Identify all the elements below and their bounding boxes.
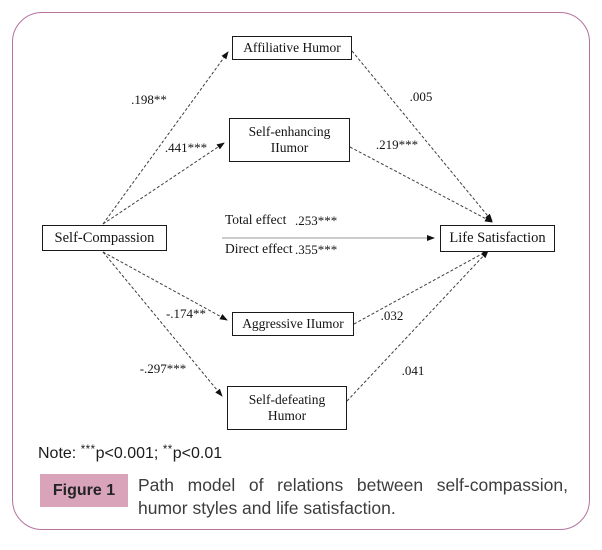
node-life-satisfaction-label: Life Satisfaction xyxy=(449,230,546,247)
coef-sc-self-defeating: -.297*** xyxy=(139,361,187,376)
figure-caption-text: Path model of relations between self-com… xyxy=(138,475,568,518)
direct-effect-value: .355*** xyxy=(295,242,338,257)
coef-self-enhancing-ls: .219*** xyxy=(375,137,419,152)
figure-label-badge: Figure 1 xyxy=(40,474,128,507)
node-self-enhancing-line1: Self-enhancing xyxy=(248,124,331,140)
note-prefix: Note: xyxy=(38,445,81,463)
coef-sc-affiliative: .198** xyxy=(131,92,167,107)
node-self-compassion: Self-Compassion xyxy=(42,225,167,251)
direct-effect-label: Direct effect xyxy=(225,241,293,256)
coef-aggressive-ls: .032 xyxy=(380,308,404,323)
total-effect-label: Total effect xyxy=(225,212,287,227)
note-sig3-stars: *** xyxy=(80,444,96,456)
node-self-defeating-humor: Self-defeating Humor xyxy=(227,386,347,430)
node-self-defeating-humor-label: Self-defeating Humor xyxy=(249,392,325,423)
total-effect-value: .253*** xyxy=(295,213,338,228)
node-aggressive-humor: Aggressive IIumor xyxy=(232,312,354,336)
node-self-enhancing-line2: IIumor xyxy=(270,140,309,155)
note-sig3-text: p<0.001; xyxy=(95,445,163,463)
node-self-enhancing-humor-label: Self-enhancing IIumor xyxy=(249,124,331,155)
node-self-defeating-line1: Self-defeating xyxy=(248,392,326,408)
node-affiliative-humor: Affiliative Humor xyxy=(232,36,352,60)
figure-caption: Figure 1 Path model of relations between… xyxy=(40,474,568,520)
coef-sc-self-enhancing: .441*** xyxy=(164,140,208,155)
node-self-defeating-line2: Humor xyxy=(267,408,307,423)
node-self-enhancing-humor: Self-enhancing IIumor xyxy=(229,118,350,162)
node-aggressive-humor-label: Aggressive IIumor xyxy=(242,316,344,332)
node-affiliative-humor-label: Affiliative Humor xyxy=(243,40,341,56)
note-text: Note: ***p<0.001; **p<0.01 xyxy=(38,444,222,463)
coef-affiliative-ls: .005 xyxy=(409,89,433,104)
coef-sc-aggressive: -.174** xyxy=(165,306,207,321)
coef-self-defeating-ls: .041 xyxy=(401,363,425,378)
node-self-compassion-label: Self-Compassion xyxy=(54,229,155,246)
node-life-satisfaction: Life Satisfaction xyxy=(440,225,555,252)
note-sig2-stars: ** xyxy=(162,444,173,456)
note-sig2-text: p<0.01 xyxy=(172,445,223,463)
